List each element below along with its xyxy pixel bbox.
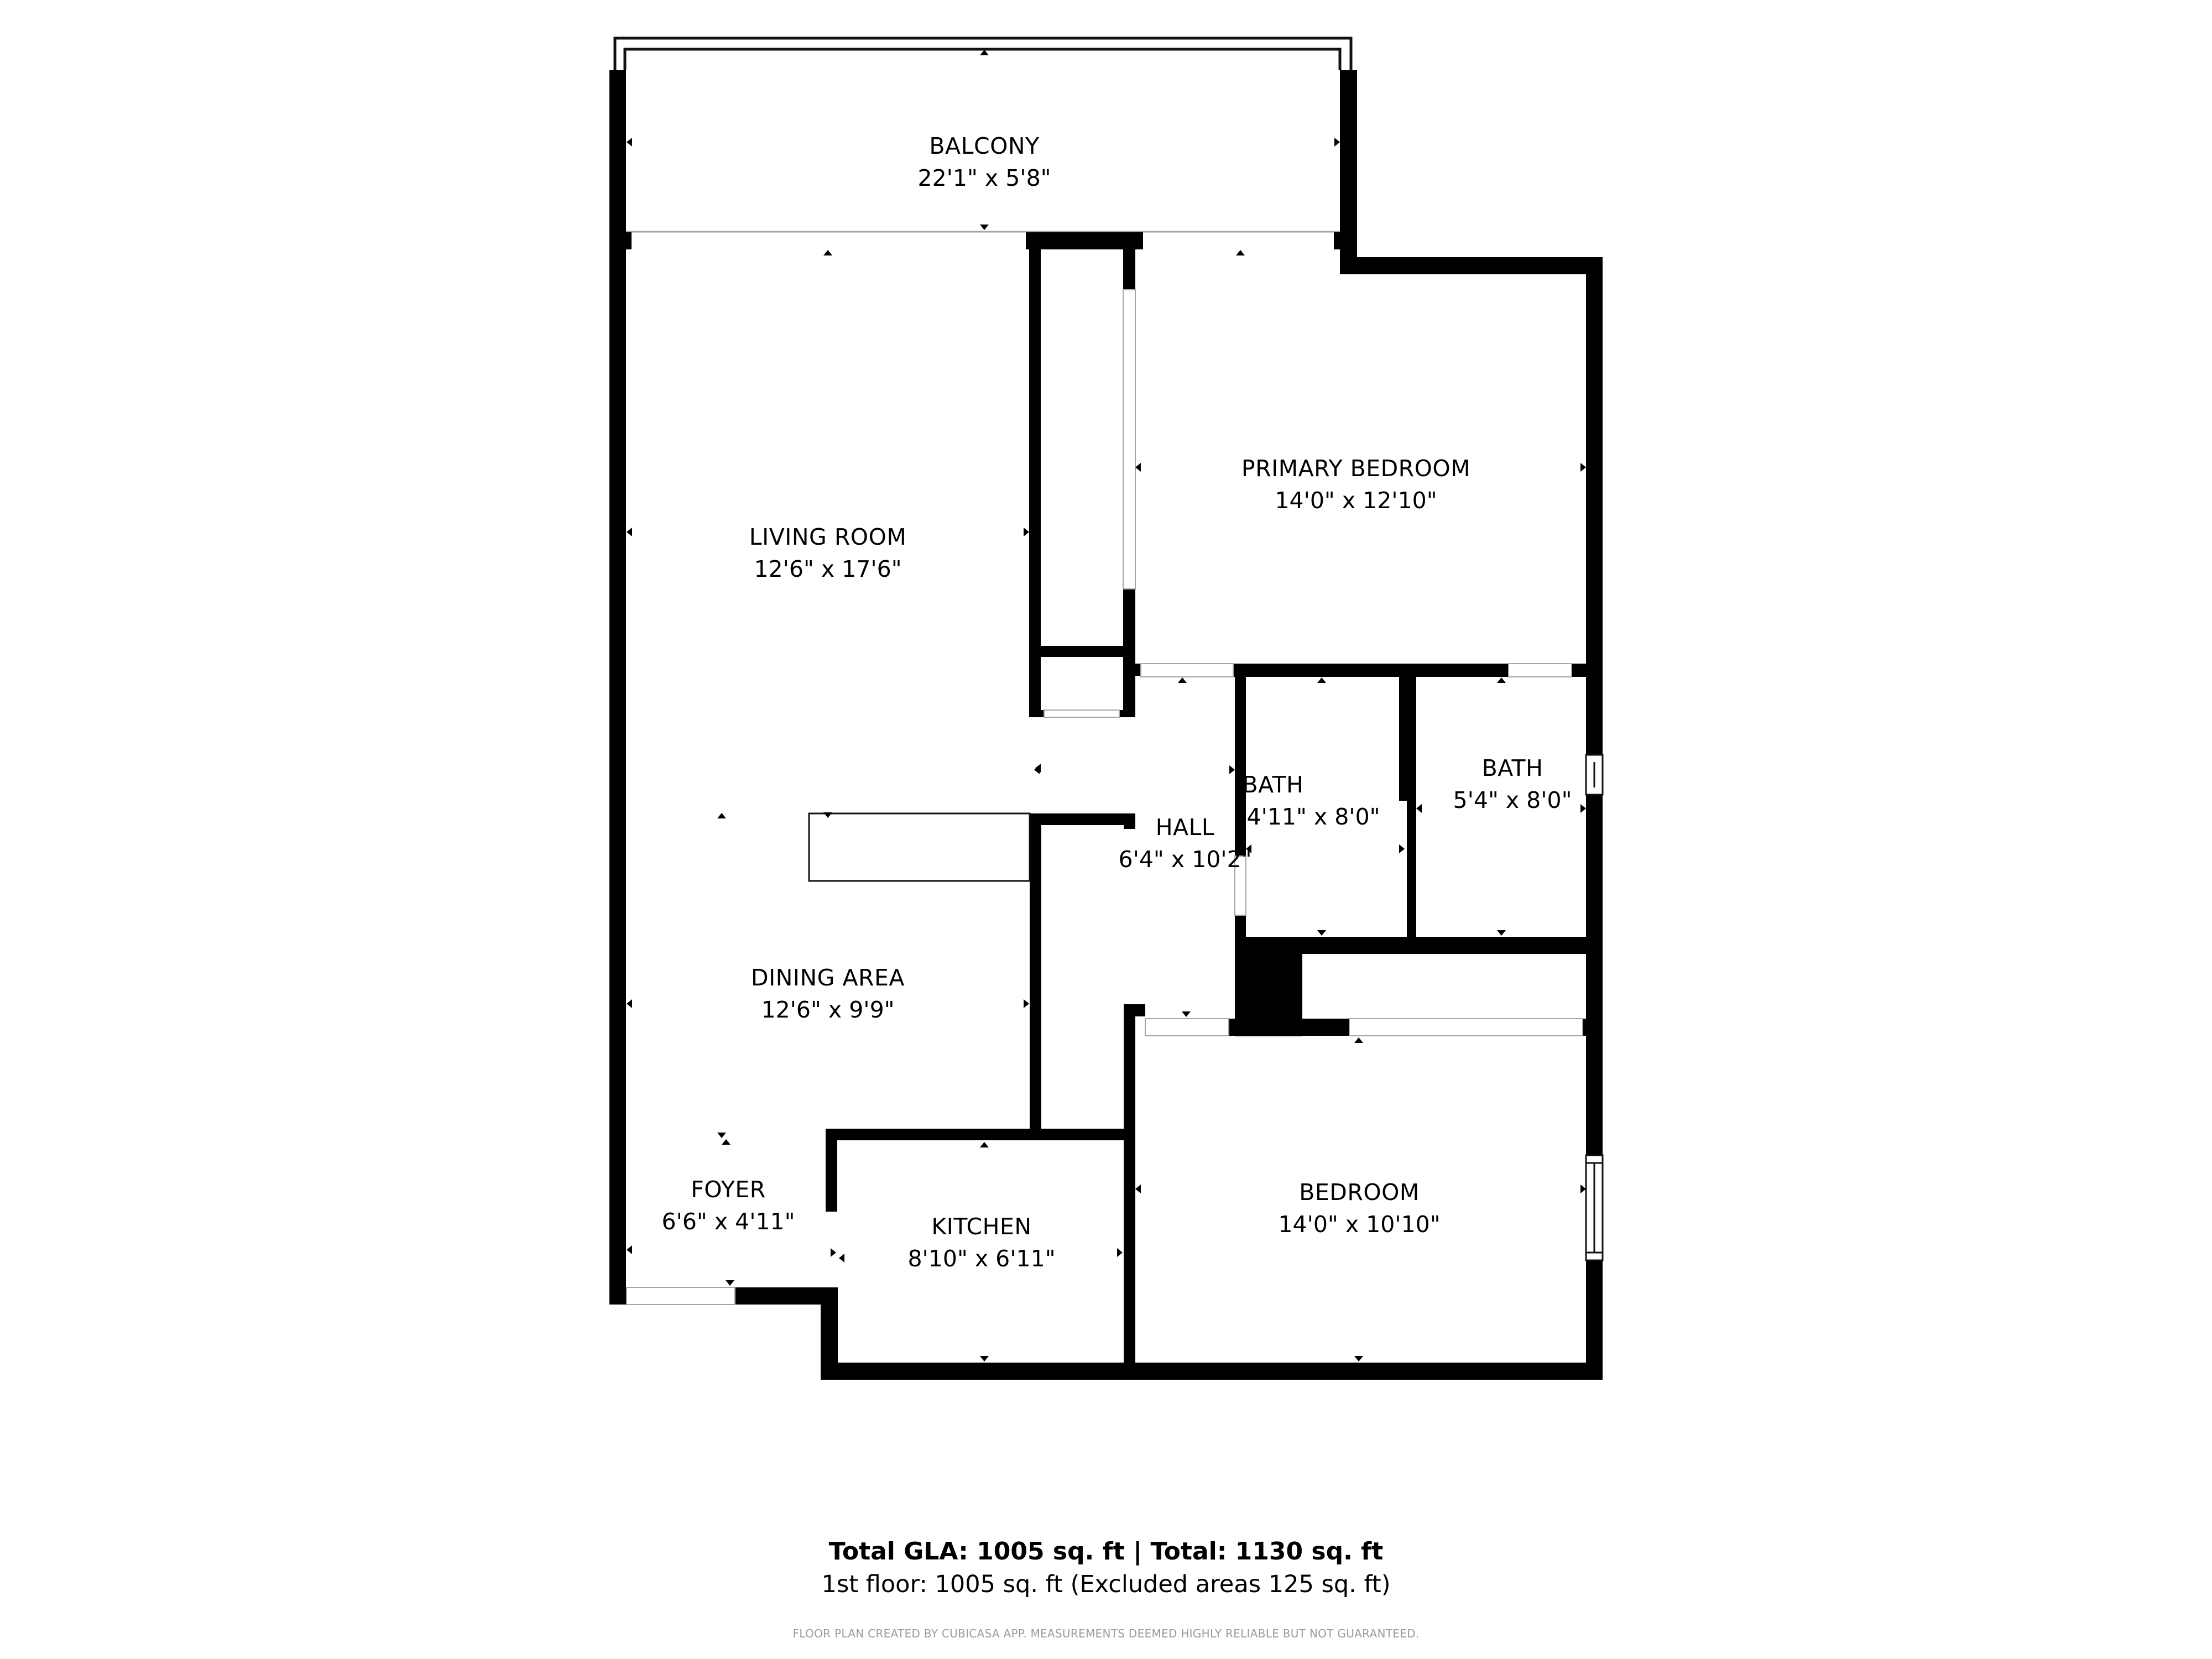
room-dimensions: 4'11" x 8'0" [1246, 804, 1380, 830]
dimension-markers [627, 50, 1586, 1361]
room-dimensions: 14'0" x 10'10" [1278, 1211, 1441, 1238]
balcony-railing [613, 36, 1353, 70]
floor-area-summary: 1st floor: 1005 sq. ft (Excluded areas 1… [821, 1571, 1391, 1598]
door-openings [626, 289, 1583, 1305]
room-dimensions: 12'6" x 9'9" [761, 997, 895, 1023]
credit-disclaimer: FLOOR PLAN CREATED BY CUBICASA APP. MEAS… [792, 1627, 1420, 1640]
walls [609, 70, 1603, 1380]
total-area-summary: Total GLA: 1005 sq. ft | Total: 1130 sq.… [828, 1537, 1384, 1566]
room-name: KITCHEN [931, 1213, 1032, 1240]
room-name: FOYER [691, 1176, 766, 1203]
room-dimensions: 8'10" x 6'11" [907, 1245, 1056, 1272]
room-name: DINING AREA [751, 964, 905, 991]
room-dimensions: 5'4" x 8'0" [1453, 787, 1572, 813]
room-label-balcony: BALCONY 22'1" x 5'8" [917, 130, 1051, 194]
room-label-dining-area: DINING AREA 12'6" x 9'9" [751, 962, 905, 1026]
room-name: HALL [1155, 814, 1215, 841]
room-name: BATH [1242, 771, 1304, 798]
room-label-primary-bedroom: PRIMARY BEDROOM 14'0" x 12'10" [1241, 452, 1470, 517]
room-name: LIVING ROOM [749, 524, 907, 550]
room-label-kitchen: KITCHEN 8'10" x 6'11" [907, 1211, 1055, 1275]
room-label-living-room: LIVING ROOM 12'6" x 17'6" [749, 521, 906, 585]
room-label-bedroom: BEDROOM 14'0" x 10'10" [1278, 1176, 1440, 1240]
room-dimensions: 14'0" x 12'10" [1275, 487, 1437, 514]
room-name: BALCONY [929, 133, 1040, 159]
room-dimensions: 6'4" x 10'2" [1118, 846, 1252, 873]
windows [1585, 754, 1604, 1261]
room-name: BEDROOM [1299, 1179, 1420, 1206]
room-name: PRIMARY BEDROOM [1241, 455, 1471, 482]
room-label-hall: HALL 6'4" x 10'2" [1118, 811, 1251, 875]
room-label-bath-1: BATH 4'11" x 8'0" [1242, 769, 1380, 833]
room-dimensions: 6'6" x 4'11" [661, 1208, 795, 1235]
room-dimensions: 12'6" x 17'6" [754, 556, 902, 582]
room-dimensions: 22'1" x 5'8" [917, 165, 1051, 191]
kitchen-counter [808, 812, 1031, 882]
room-label-bath-2: BATH 5'4" x 8'0" [1453, 752, 1572, 816]
room-name: BATH [1481, 755, 1543, 781]
room-label-foyer: FOYER 6'6" x 4'11" [661, 1173, 795, 1238]
